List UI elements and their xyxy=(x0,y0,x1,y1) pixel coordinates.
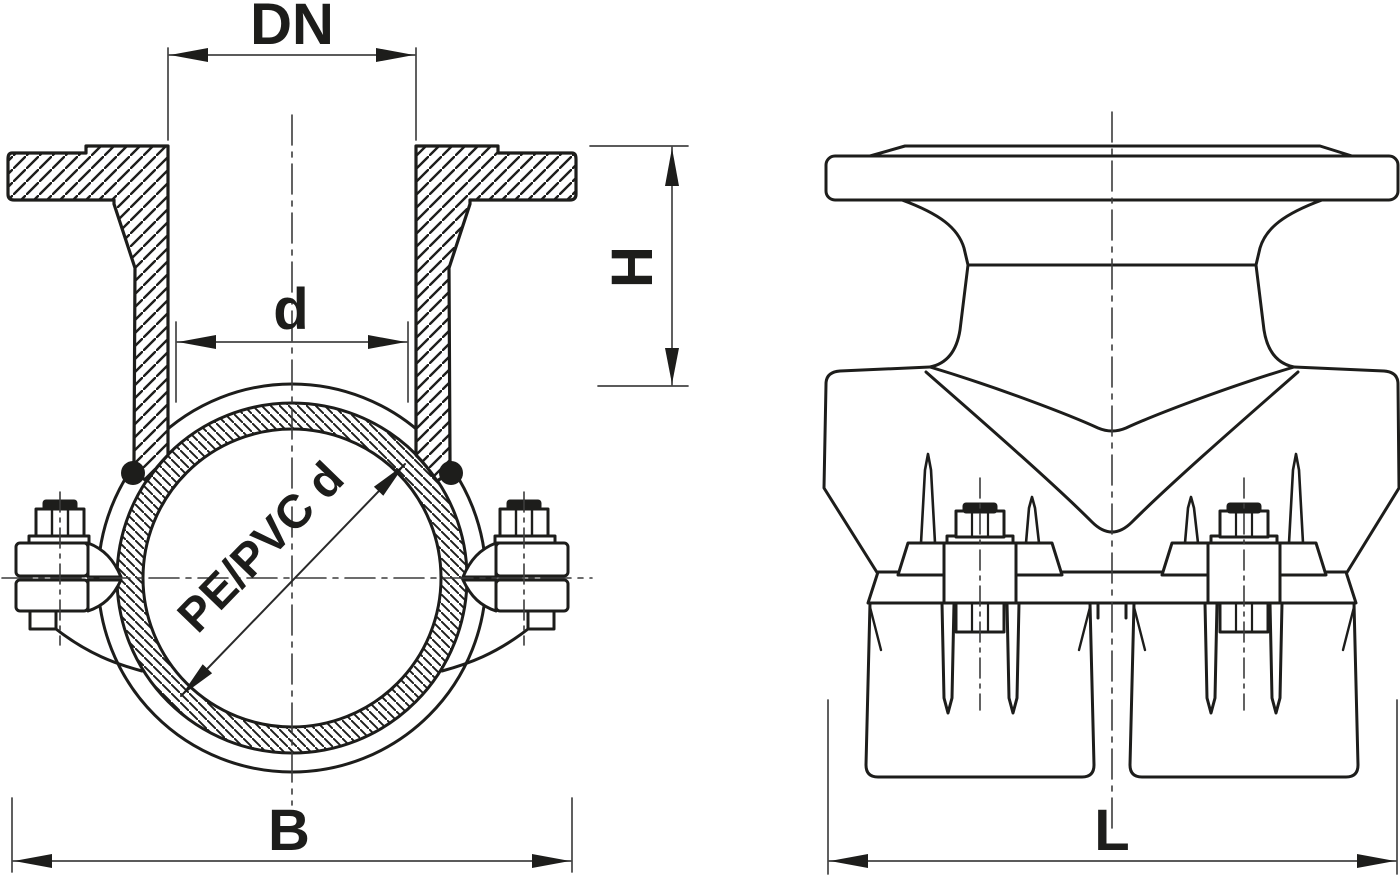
lug-step xyxy=(526,609,556,631)
lug-upper-block xyxy=(14,541,90,578)
nut-facets xyxy=(1234,509,1254,539)
body-right-edge xyxy=(1254,263,1296,369)
lug-lower-bracket xyxy=(461,578,498,613)
arrowhead xyxy=(1357,854,1395,868)
lower-nut-facets xyxy=(970,601,990,634)
lug-upper-bracket xyxy=(461,541,498,579)
dimension-h: H xyxy=(589,145,689,387)
b-label: B xyxy=(268,798,310,863)
arrowhead xyxy=(376,48,414,62)
h-label: H xyxy=(600,246,665,288)
body-left-edge xyxy=(928,263,970,369)
lug-taper-line xyxy=(54,627,144,673)
flange-section-left xyxy=(6,144,170,483)
shoulder-left xyxy=(822,365,932,576)
arrowhead xyxy=(665,148,679,186)
dimension-d: d xyxy=(175,277,409,403)
dimension-l: L xyxy=(827,699,1398,875)
arrowhead xyxy=(170,48,208,62)
lower-nut-facets xyxy=(1234,601,1254,634)
dimension-dn: DN xyxy=(167,0,417,141)
nut-facets xyxy=(50,507,70,538)
lug-taper-line xyxy=(440,627,530,673)
neck-right-edge xyxy=(1254,198,1324,267)
d-label: d xyxy=(273,277,308,342)
arrowhead xyxy=(14,854,52,868)
arrowhead xyxy=(368,335,406,349)
dimension-pipe-diagonal: PE/PVC d xyxy=(167,451,406,697)
dimension-b: B xyxy=(11,797,573,873)
flange-section-right xyxy=(414,144,578,483)
arrowhead xyxy=(532,854,570,868)
clamp-lug-right xyxy=(440,499,570,673)
strap-right xyxy=(1128,601,1360,779)
dn-label: DN xyxy=(250,0,334,57)
arrowhead xyxy=(373,464,405,496)
lug-upper-bracket xyxy=(86,541,123,579)
strap-corner-notches xyxy=(868,605,1356,652)
nut-facets xyxy=(970,509,990,539)
lug-lower-bracket xyxy=(86,578,123,613)
arrowhead xyxy=(830,854,868,868)
arrowhead xyxy=(665,348,679,384)
lug-step xyxy=(28,609,58,631)
band-center-stubs xyxy=(1096,601,1128,620)
seal-dot-left xyxy=(121,461,145,485)
strap-left xyxy=(864,601,1096,779)
lug-lower-block xyxy=(14,578,90,613)
lug-lower-block xyxy=(494,578,570,613)
seal-dot-right xyxy=(439,461,463,485)
centerlines-side xyxy=(979,111,1245,833)
l-label: L xyxy=(1094,798,1129,863)
arrowhead xyxy=(178,335,216,349)
centerlines-front xyxy=(1,114,593,806)
lug-upper-block xyxy=(494,541,570,578)
nut-facets xyxy=(514,507,534,538)
flange-top-plate xyxy=(868,144,1354,158)
shoulder-right xyxy=(1292,365,1400,576)
neck-left-edge xyxy=(900,198,970,267)
arrowhead xyxy=(181,664,213,696)
side-elevation-view: L xyxy=(822,111,1400,875)
front-section-view: DN d H B PE/PVC d xyxy=(1,0,689,873)
